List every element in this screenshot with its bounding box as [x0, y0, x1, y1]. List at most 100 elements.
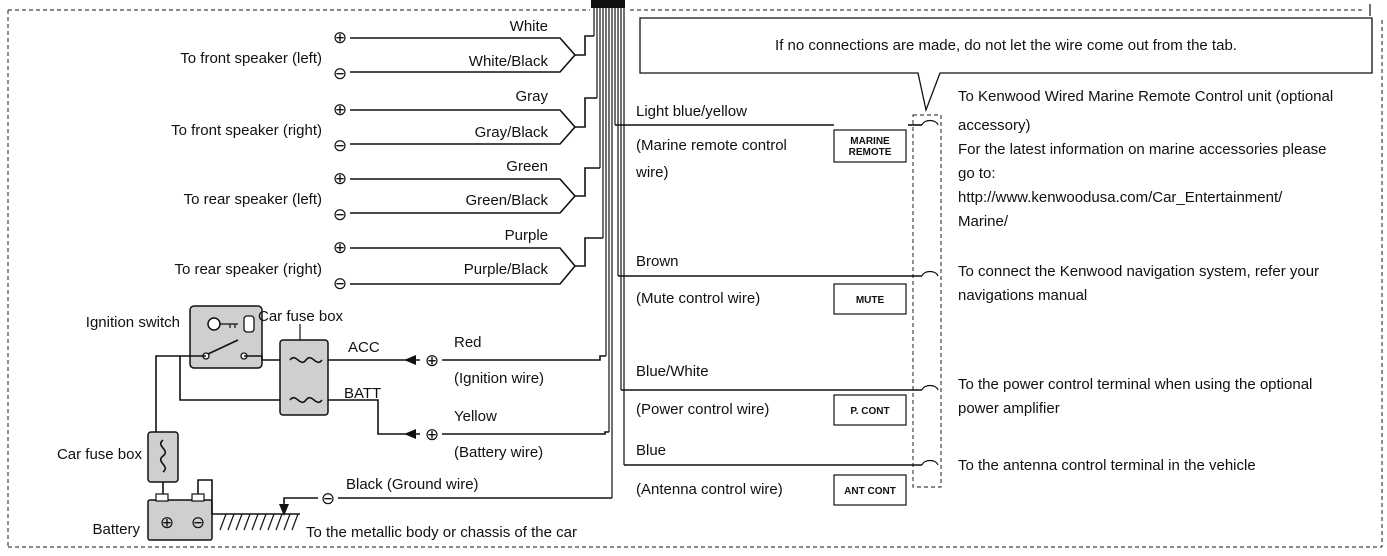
- wire-color-label: Purple: [505, 227, 548, 244]
- outer-border: [7, 4, 1383, 548]
- fuse-icon: [159, 439, 167, 473]
- power-section: Ignition switch Car fuse box ACC BATT ⊕ …: [57, 305, 612, 541]
- wire-color-label: Gray/Black: [475, 124, 549, 141]
- tag-text: REMOTE: [849, 147, 892, 158]
- wire-end-cap: [921, 384, 939, 391]
- switch-lever: [207, 339, 239, 355]
- antenna-control-tag: [833, 474, 907, 506]
- tab-outline: [912, 114, 942, 488]
- ground-lead: [283, 497, 318, 512]
- battery-terminal: [191, 493, 205, 502]
- battery-feed-wire: [155, 355, 180, 432]
- yellow-wire-label: Yellow: [454, 408, 497, 425]
- wire-desc-line: (Power control wire): [636, 401, 769, 418]
- info-line: To connect the Kenwood navigation system…: [958, 263, 1319, 280]
- acc-label: ACC: [348, 339, 380, 356]
- ignition-wire-label: (Ignition wire): [454, 370, 544, 387]
- battery-ground-wire: [197, 479, 222, 515]
- wire-color-label: Purple/Black: [464, 261, 549, 278]
- red-wire-label: Red: [454, 334, 482, 351]
- minus-icon: ⊖: [191, 513, 205, 532]
- minus-icon: ⊖: [321, 489, 335, 508]
- ground-hatch: [219, 513, 299, 531]
- minus-icon: ⊖: [333, 205, 347, 224]
- speaker-label: To rear speaker (right): [174, 261, 322, 278]
- harness-connector: [591, 0, 625, 8]
- red-wire: [442, 355, 606, 361]
- fuse-icon: [289, 396, 323, 404]
- speaker-section: To front speaker (left) ⊕ ⊖ White White/…: [171, 18, 603, 293]
- note-box: [639, 17, 1373, 113]
- ignition-switch-label: Ignition switch: [86, 314, 180, 331]
- plus-icon: ⊕: [333, 238, 347, 257]
- speaker-wire-lead: [575, 35, 594, 56]
- wire-color-label: Light blue/yellow: [636, 103, 747, 120]
- chassis-label: To the metallic body or chassis of the c…: [306, 524, 577, 541]
- battery: [147, 499, 213, 541]
- car-fuse-box-label: Car fuse box: [258, 308, 344, 325]
- info-line: For the latest information on marine acc…: [958, 141, 1327, 158]
- info-line: To the antenna control terminal in the v…: [958, 457, 1256, 474]
- wire-end-cap: [921, 459, 939, 466]
- ignition-switch: [189, 305, 263, 369]
- speaker-wire-lead: [575, 237, 603, 267]
- plus-icon: ⊕: [160, 513, 174, 532]
- batt-wire: [328, 399, 420, 435]
- key-icon: [207, 317, 221, 331]
- info-line: power amplifier: [958, 400, 1060, 417]
- info-line: To Kenwood Wired Marine Remote Control u…: [958, 88, 1333, 105]
- wire-end-cap: [921, 270, 939, 277]
- minus-icon: ⊖: [333, 64, 347, 83]
- info-line: accessory): [958, 117, 1031, 134]
- battery-feed-wire: [179, 355, 280, 401]
- batt-label: BATT: [344, 385, 381, 402]
- marine-remote-tag: [833, 129, 907, 163]
- info-line: go to:: [958, 165, 996, 182]
- wire-color-label: Brown: [636, 253, 679, 270]
- wire-color-label: White: [510, 18, 548, 35]
- right-wire-section: Light blue/yellow (Marine remote control…: [615, 88, 1333, 506]
- wire-end-cap: [921, 119, 939, 126]
- speaker-label: To front speaker (left): [180, 50, 322, 67]
- wire-color-label: White/Black: [469, 53, 549, 70]
- wire-desc-line: (Mute control wire): [636, 290, 760, 307]
- plus-icon: ⊕: [333, 169, 347, 188]
- wire-color-label: Blue/White: [636, 363, 709, 380]
- wire-color-label: Gray: [515, 88, 548, 105]
- mute-tag: [833, 283, 907, 315]
- wire-desc-line: (Marine remote control: [636, 137, 787, 154]
- tag-text: MARINE: [850, 136, 890, 147]
- arrow-icon: [279, 504, 289, 516]
- plus-icon: ⊕: [333, 28, 347, 47]
- fuse-icon: [289, 356, 323, 364]
- tag-text: ANT CONT: [844, 486, 896, 497]
- tag-text: P. CONT: [850, 406, 889, 417]
- tag-text: MUTE: [856, 295, 885, 306]
- minus-icon: ⊖: [333, 136, 347, 155]
- battery-terminal: [155, 493, 169, 502]
- wire-harness-bundle: [593, 6, 625, 498]
- wire-desc-line: (Antenna control wire): [636, 481, 783, 498]
- note-text: If no connections are made, do not let t…: [775, 37, 1237, 54]
- arrow-icon: [404, 429, 416, 439]
- battery-wire-label: (Battery wire): [454, 444, 543, 461]
- speaker-label: To front speaker (right): [171, 122, 322, 139]
- plus-icon: ⊕: [425, 425, 439, 444]
- plus-icon: ⊕: [425, 351, 439, 370]
- wire-color-label: Blue: [636, 442, 666, 459]
- speaker-label: To rear speaker (left): [184, 191, 322, 208]
- arrow-icon: [404, 355, 416, 365]
- wire-desc-line: wire): [635, 164, 669, 181]
- car-fuse-box: [279, 339, 329, 416]
- info-line: navigations manual: [958, 287, 1087, 304]
- wire-color-label: Green/Black: [465, 192, 548, 209]
- info-line: http://www.kenwoodusa.com/Car_Entertainm…: [958, 189, 1283, 206]
- keyhole-icon: [243, 315, 255, 333]
- switch-to-fuse-wire: [244, 355, 280, 361]
- car-fuse-box-label: Car fuse box: [57, 446, 143, 463]
- wire-color-label: Green: [506, 158, 548, 175]
- info-line: Marine/: [958, 213, 1009, 230]
- battery-label: Battery: [92, 521, 140, 538]
